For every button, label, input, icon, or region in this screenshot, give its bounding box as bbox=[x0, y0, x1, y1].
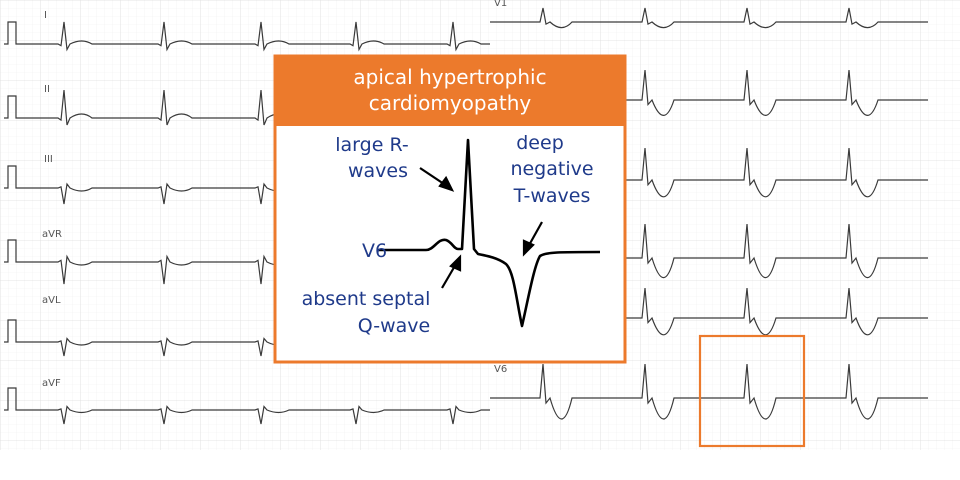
lead-label-I: I bbox=[44, 10, 47, 21]
inset-panel: apical hypertrophic cardiomyopathy large… bbox=[273, 54, 627, 364]
arrow-septal-head bbox=[449, 254, 462, 272]
trace-lead-aVF bbox=[4, 387, 490, 425]
v6-schematic-trace bbox=[378, 138, 601, 328]
annotation-arrows bbox=[419, 167, 543, 289]
lead-label-III: III bbox=[44, 154, 53, 165]
trace-lead-I bbox=[4, 21, 490, 52]
inset-title-bar bbox=[275, 56, 625, 126]
arrow-large-r-head bbox=[438, 175, 455, 192]
lead-label-V1: V1 bbox=[494, 0, 507, 9]
lead-label-II: II bbox=[44, 84, 50, 95]
bottom-margin bbox=[0, 450, 960, 480]
arrow-deep-t-head bbox=[522, 239, 535, 257]
ann-deep-t-line1: deep bbox=[516, 132, 564, 154]
ann-deep-t-line3: T-waves bbox=[513, 185, 591, 207]
trace-lead-V1 bbox=[490, 7, 928, 29]
ann-large-r-line1: large R- bbox=[335, 134, 408, 156]
inset-title-line2: cardiomyopathy bbox=[369, 91, 532, 115]
ann-septal-line1: absent septal bbox=[302, 288, 431, 310]
lead-label-V6: V6 bbox=[494, 364, 507, 375]
ann-deep-t-line2: negative bbox=[510, 158, 593, 180]
limb-lead-traces bbox=[4, 21, 490, 425]
lead-label-aVL: aVL bbox=[42, 295, 61, 306]
ann-v6-label: V6 bbox=[362, 240, 387, 262]
lead-label-aVR: aVR bbox=[42, 229, 62, 240]
v6-highlight-box bbox=[698, 334, 806, 448]
lead-label-aVF: aVF bbox=[42, 378, 61, 389]
inset-border bbox=[273, 54, 627, 364]
ann-septal-line2: Q-wave bbox=[358, 315, 430, 337]
ann-large-r-line2: waves bbox=[348, 160, 408, 182]
trace-lead-V6 bbox=[490, 363, 928, 420]
inset-title-line1: apical hypertrophic bbox=[353, 65, 546, 89]
